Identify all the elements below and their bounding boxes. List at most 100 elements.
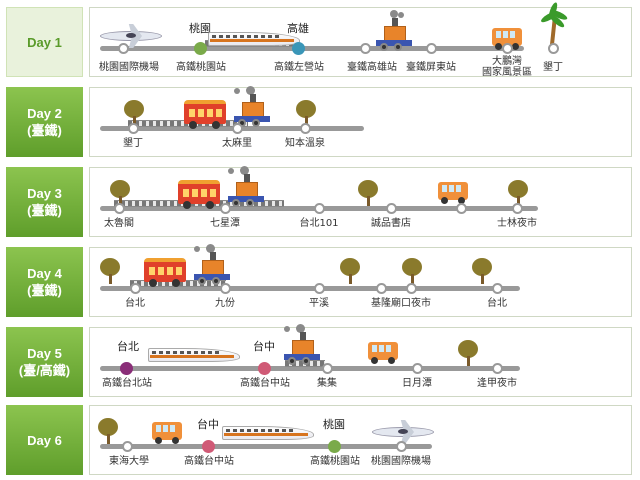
airplane-icon	[372, 418, 434, 444]
stop-dot	[360, 43, 371, 54]
day-2-route: 墾丁 太麻里 知本溫泉	[89, 87, 632, 157]
steam-locomotive-icon	[278, 324, 324, 364]
stop-label: 集集	[282, 378, 372, 390]
day-6-route: 東海大學 台中 高鐵台中站 桃園 高鐵桃園站 桃園國際機場	[89, 405, 632, 475]
hsr-train-icon	[222, 424, 314, 444]
day-3-route: 太魯閣 七星潭 台北101 誠品書店 士林夜市	[89, 167, 632, 237]
day-title: Day 5	[27, 345, 62, 362]
stop-label: 台北	[452, 298, 542, 310]
day-4-route: 台北 九份 平溪 基隆廟口夜市 台北	[89, 247, 632, 317]
stop-dot	[114, 203, 125, 214]
steam-locomotive-icon	[228, 86, 274, 126]
stop-dot	[120, 362, 133, 375]
stop-dot	[456, 203, 467, 214]
day-row-5: Day 5 (臺/高鐵) 台北 高鐵台北站 台中 高鐵台中站 集集 日月潭	[6, 327, 632, 397]
day-4-label: Day 4 (臺鐵)	[6, 247, 83, 317]
tree-icon	[458, 340, 478, 366]
stop-dot	[396, 441, 407, 452]
stop-label: 日月潭	[372, 378, 462, 390]
day-row-1: Day 1 桃園國際機場 桃園 高鐵桃園站 高雄 高鐵左營站 臺鐵高雄站 臺鐵屏…	[6, 7, 632, 77]
stop-label: 誠品書店	[346, 218, 436, 230]
stop-label: 基隆廟口夜市	[356, 298, 446, 310]
train-carriage-icon	[184, 100, 226, 124]
stop-dot	[492, 363, 503, 374]
day-transport: (臺鐵)	[27, 122, 62, 139]
stop-label: 桃園國際機場	[356, 456, 446, 468]
tree-icon	[340, 258, 360, 284]
stop-dot	[492, 283, 503, 294]
day-5-label: Day 5 (臺/高鐵)	[6, 327, 83, 397]
train-carriage-icon	[178, 180, 220, 204]
stop-dot	[512, 203, 523, 214]
stop-dot	[314, 203, 325, 214]
day-1-label: Day 1	[6, 7, 83, 77]
tree-icon	[472, 258, 492, 284]
route-line	[100, 46, 524, 51]
stop-label: 太魯閣	[74, 218, 164, 230]
day-transport: (臺/高鐵)	[19, 362, 70, 379]
stop-dot	[386, 203, 397, 214]
stop-dot	[292, 42, 305, 55]
day-row-6: Day 6 東海大學 台中 高鐵台中站 桃園 高鐵桃園站 桃園國際機場	[6, 405, 632, 475]
stop-label: 東海大學	[84, 456, 174, 468]
tree-icon	[100, 258, 120, 284]
day-2-label: Day 2 (臺鐵)	[6, 87, 83, 157]
stop-dot	[220, 283, 231, 294]
day-1-route: 桃園國際機場 桃園 高鐵桃園站 高雄 高鐵左營站 臺鐵高雄站 臺鐵屏東站 大鵬灣…	[89, 7, 632, 77]
hsr-train-icon	[148, 346, 240, 366]
route-line	[100, 444, 432, 449]
stop-dot	[122, 441, 133, 452]
steam-locomotive-icon	[188, 244, 234, 284]
stop-label: 高鐵台中站	[164, 456, 254, 468]
stop-dot	[118, 43, 129, 54]
bus-icon	[368, 342, 398, 360]
day-title: Day 2	[27, 105, 62, 122]
stop-dot	[194, 42, 207, 55]
stop-dot	[202, 440, 215, 453]
stop-label: 平溪	[274, 298, 364, 310]
stop-dot	[376, 283, 387, 294]
stop-dot	[548, 43, 559, 54]
tree-icon	[358, 180, 378, 206]
stop-dot	[314, 283, 325, 294]
stop-label: 高鐵台北站	[82, 378, 172, 390]
city-label: 桃園	[304, 416, 364, 432]
stop-dot	[300, 123, 311, 134]
stop-dot	[322, 363, 333, 374]
day-row-3: Day 3 (臺鐵) 太魯閣 七星潭 台北101 誠品書店	[6, 167, 632, 237]
airplane-icon	[100, 22, 162, 48]
stop-dot	[412, 363, 423, 374]
stop-dot	[328, 440, 341, 453]
day-title: Day 1	[27, 34, 62, 51]
stop-dot	[128, 123, 139, 134]
stop-dot	[220, 203, 231, 214]
stop-label: 台北	[90, 298, 180, 310]
stop-label: 墾丁	[88, 138, 178, 150]
stop-label: 逢甲夜市	[452, 378, 542, 390]
day-transport: (臺鐵)	[27, 202, 62, 219]
day-title: Day 4	[27, 265, 62, 282]
stop-label: 知本溫泉	[260, 138, 350, 150]
stop-dot	[426, 43, 437, 54]
tree-icon	[98, 418, 118, 444]
day-3-label: Day 3 (臺鐵)	[6, 167, 83, 237]
day-transport: (臺鐵)	[27, 282, 62, 299]
stop-dot	[406, 283, 417, 294]
day-row-2: Day 2 (臺鐵) 墾丁 太麻里 知本溫泉	[6, 87, 632, 157]
train-carriage-icon	[144, 258, 186, 282]
stop-label: 士林夜市	[472, 218, 562, 230]
stop-dot	[130, 283, 141, 294]
stop-dot	[502, 43, 513, 54]
stop-label: 墾丁	[508, 62, 598, 74]
steam-locomotive-icon	[222, 166, 268, 206]
bus-icon	[438, 182, 468, 200]
stop-label: 七星潭	[180, 218, 270, 230]
stop-label: 九份	[180, 298, 270, 310]
stop-label: 高鐵桃園站	[156, 62, 246, 74]
day-6-label: Day 6	[6, 405, 83, 475]
tree-icon	[402, 258, 422, 284]
day-title: Day 3	[27, 185, 62, 202]
city-label: 高雄	[268, 20, 328, 36]
stop-dot	[232, 123, 243, 134]
stop-dot	[258, 362, 271, 375]
